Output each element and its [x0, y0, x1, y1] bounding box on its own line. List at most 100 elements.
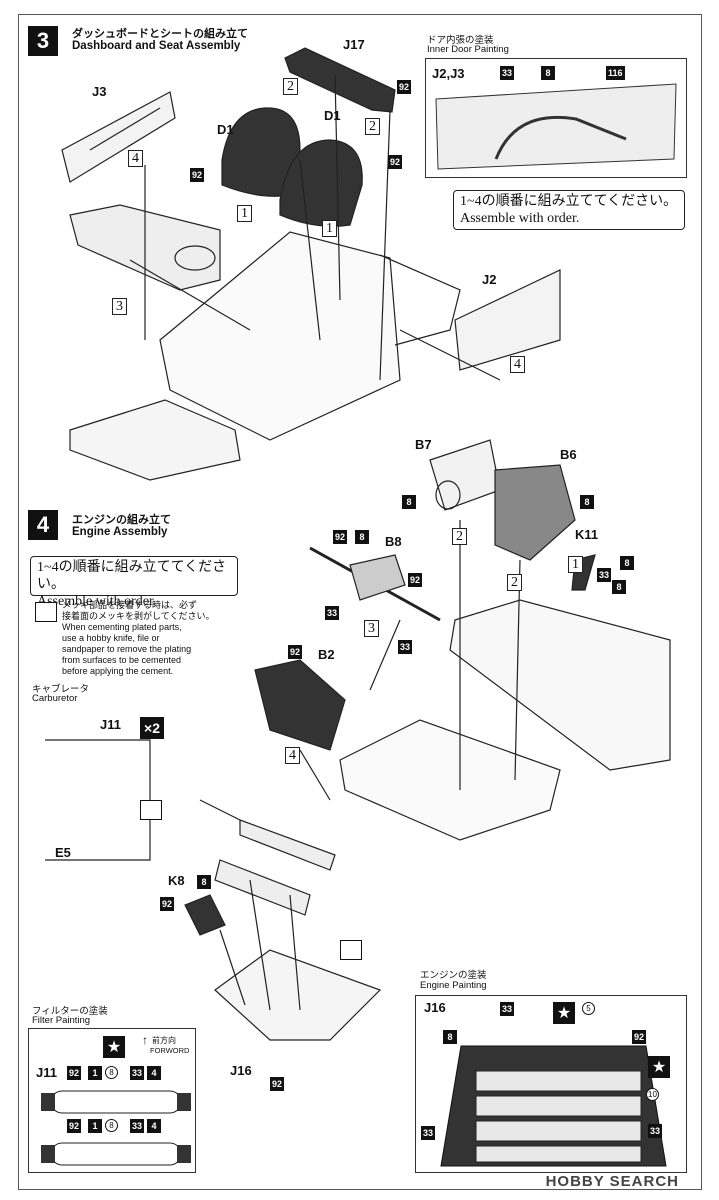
star-icon: ★ — [648, 1056, 670, 1078]
step-4-order-note: 1~4の順番に組み立ててください。 Assemble with order. — [30, 556, 238, 609]
inner-door-parts: J2,J3 — [432, 66, 465, 81]
watermark: HOBBY SEARCH — [545, 1173, 679, 1190]
order-3-b: 3 — [364, 620, 379, 637]
engine-color-33: 33 — [500, 1002, 515, 1016]
order-4-b: 4 — [510, 356, 525, 373]
step-3-title-jp: ダッシュボードとシートの組み立て — [72, 28, 248, 40]
filter-color-4: 4 — [147, 1119, 161, 1133]
carburetor-title-en: Carburetor — [32, 693, 78, 704]
color-92-badge: 92 — [388, 155, 403, 169]
part-k8: K8 — [168, 873, 185, 888]
carburetor-title-jp: キャブレータ — [32, 684, 90, 695]
filter-front-jp: 前方向 — [152, 1036, 176, 1045]
inner-door-color-8: 8 — [541, 66, 555, 80]
inner-door-color-33: 33 — [500, 66, 515, 80]
carburetor-multiplier: ×2 — [140, 717, 164, 739]
filter-title-jp: フィルターの塗装 — [32, 1006, 108, 1017]
order-3: 3 — [112, 298, 127, 315]
order-2-b: 2 — [365, 118, 380, 135]
color-33-badge: 33 — [597, 568, 612, 582]
part-k11: K11 — [575, 527, 599, 542]
color-33-badge: 33 — [325, 606, 340, 620]
plating-icon — [35, 602, 57, 622]
part-e5: E5 — [55, 845, 71, 860]
warning-en-2: use a hobby knife, file or — [62, 633, 160, 643]
part-b2: B2 — [318, 647, 335, 662]
plating-icon — [340, 940, 362, 960]
engine-drawing — [440, 1045, 667, 1167]
filter-color-1: 1 — [88, 1066, 102, 1080]
filter-color-33: 33 — [130, 1119, 145, 1133]
part-j17: J17 — [343, 37, 365, 52]
inner-door-title-en: Inner Door Painting — [427, 44, 509, 55]
engine-paint-title-en: Engine Painting — [420, 980, 487, 991]
filter-color-4: 4 — [147, 1066, 161, 1080]
part-b6: B6 — [560, 447, 577, 462]
order-1-a: 1 — [237, 205, 252, 222]
color-92-badge: 92 — [190, 168, 205, 182]
part-j16: J16 — [230, 1063, 252, 1078]
step-4-title-en: Engine Assembly — [72, 526, 168, 538]
step-3-order-note: 1~4の順番に組み立ててください。 Assemble with order. — [453, 190, 685, 230]
filter-color-8-circle: 8 — [105, 1066, 118, 1079]
warning-en-1: When cementing plated parts, — [62, 622, 182, 632]
warning-jp-1: メッキ部品を接着する時は、必ず — [62, 600, 198, 610]
color-92-badge: 92 — [397, 80, 412, 94]
plating-icon — [140, 800, 162, 820]
step-3-note-jp: 1~4の順番に組み立ててください。 — [460, 194, 678, 209]
color-8-badge: 8 — [197, 875, 211, 889]
filter-front-en: FORWORD — [150, 1046, 190, 1055]
color-8-badge: 8 — [402, 495, 416, 509]
engine-color-33: 33 — [421, 1126, 436, 1140]
part-j11: J11 — [100, 717, 121, 732]
engine-color-10: 10 — [646, 1088, 659, 1101]
step-4-title-jp: エンジンの組み立て — [72, 514, 171, 526]
order-2-c: 2 — [452, 528, 467, 545]
color-8-badge: 8 — [580, 495, 594, 509]
engine-color-5: 5 — [582, 1002, 595, 1015]
part-d1-left: D1 — [217, 122, 234, 137]
order-4-c: 4 — [285, 747, 300, 764]
step-4-number: 4 — [28, 510, 58, 540]
filter-color-92: 92 — [67, 1066, 82, 1080]
page-frame — [18, 14, 702, 1190]
color-33-badge: 33 — [398, 640, 413, 654]
star-icon: ★ — [553, 1002, 575, 1024]
engine-color-33: 33 — [648, 1124, 663, 1138]
filter-title-en: Filter Painting — [32, 1015, 91, 1026]
step-3-title-en: Dashboard and Seat Assembly — [72, 40, 241, 52]
order-1-b: 1 — [322, 220, 337, 237]
part-b7: B7 — [415, 437, 432, 452]
color-8-badge: 8 — [612, 580, 626, 594]
filter-color-92: 92 — [67, 1119, 82, 1133]
color-8-badge: 8 — [355, 530, 369, 544]
filter-color-33: 33 — [130, 1066, 145, 1080]
filter-color-1: 1 — [88, 1119, 102, 1133]
engine-color-8: 8 — [443, 1030, 457, 1044]
part-b8: B8 — [385, 534, 402, 549]
step-3-number: 3 — [28, 26, 58, 56]
warning-en-4: from surfaces to be cemented — [62, 655, 182, 665]
color-92-badge: 92 — [270, 1077, 285, 1091]
engine-painting-box — [415, 995, 687, 1173]
part-j2: J2 — [482, 272, 497, 287]
color-92-badge: 92 — [333, 530, 348, 544]
order-1-c: 1 — [568, 556, 583, 573]
forward-arrow-icon: ↑ — [142, 1033, 148, 1047]
step-3-note-en: Assemble with order. — [460, 211, 580, 226]
part-d1-right: D1 — [324, 108, 341, 123]
warning-en-5: before applying the cement. — [62, 666, 174, 676]
step-4-note-jp: 1~4の順番に組み立ててください。 — [37, 560, 227, 592]
warning-en-3: sandpaper to remove the plating — [62, 644, 192, 654]
warning-jp-2: 接着面のメッキを剥がしてください。 — [62, 611, 215, 621]
engine-part-j16: J16 — [424, 1000, 446, 1015]
color-92-badge: 92 — [408, 573, 423, 587]
color-8-badge: 8 — [620, 556, 634, 570]
engine-color-92: 92 — [632, 1030, 647, 1044]
plating-warning: メッキ部品を接着する時は、必ず 接着面のメッキを剥がしてください。 When c… — [62, 600, 214, 677]
order-2-a: 2 — [283, 78, 298, 95]
filter-drawing — [41, 1090, 191, 1166]
color-92-badge: 92 — [288, 645, 303, 659]
star-icon: ★ — [103, 1036, 125, 1058]
